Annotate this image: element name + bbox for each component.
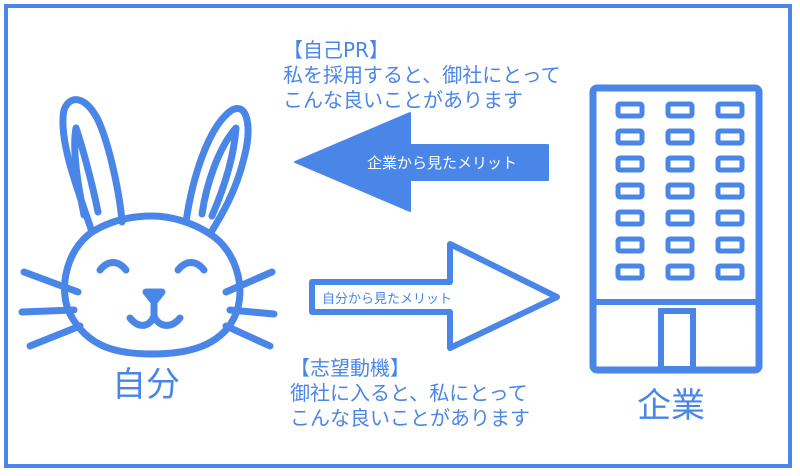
self-pr-line-2: こんな良いことがあります — [283, 88, 523, 112]
building-window — [615, 155, 645, 173]
building-window — [715, 209, 745, 227]
building-window — [715, 101, 745, 119]
building-window — [665, 263, 695, 281]
self-merit-label: 自分から見たメリット — [322, 292, 453, 307]
building-window — [665, 101, 695, 119]
building-window — [715, 263, 745, 281]
diagram-frame — [4, 4, 792, 468]
building-window — [665, 236, 695, 254]
company-merit-label: 企業から見たメリット — [367, 154, 518, 172]
building-window — [715, 236, 745, 254]
motivation-title: 【志望動機】 — [290, 356, 410, 380]
building-window — [665, 209, 695, 227]
building-window — [715, 182, 745, 200]
building-window — [615, 209, 645, 227]
building-window — [715, 128, 745, 146]
building-window — [615, 128, 645, 146]
building-window — [615, 182, 645, 200]
building-window — [615, 101, 645, 119]
building-window — [665, 155, 695, 173]
building-window — [715, 155, 745, 173]
building-window — [665, 128, 695, 146]
building-window — [665, 182, 695, 200]
motivation-line-1: 御社に入ると、私にとって — [290, 381, 528, 405]
self-pr-title: 【自己PR】 — [283, 38, 389, 62]
building-window — [615, 263, 645, 281]
motivation-line-2: こんな良いことがあります — [290, 406, 530, 430]
company-label: 企業 — [637, 386, 705, 426]
building-window — [615, 236, 645, 254]
self-pr-line-1: 私を採用すると、御社にとって — [283, 63, 561, 87]
self-label: 自分 — [112, 365, 180, 405]
